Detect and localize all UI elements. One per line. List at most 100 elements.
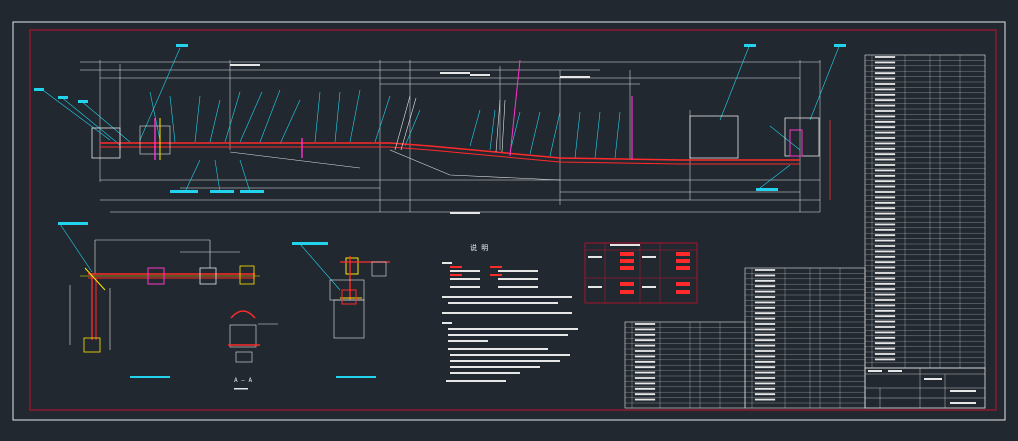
- table-cell-text: [874, 153, 896, 156]
- table-cell-text: [874, 207, 896, 210]
- table-cell-text: [874, 353, 896, 355]
- table-cell-text: [874, 245, 896, 247]
- table-cell-text: [874, 185, 896, 188]
- table-cell-text: [874, 272, 896, 274]
- table-cell-text: [754, 355, 776, 358]
- table-cell-text: [874, 158, 896, 161]
- table-cell-text: [754, 350, 776, 352]
- table-cell-text: [874, 201, 896, 204]
- table-cell-text: [874, 88, 896, 91]
- table-cell-text: [874, 142, 896, 145]
- table-cell-text: [874, 223, 896, 226]
- table-cell-text: [754, 312, 776, 315]
- table-cell-text: [634, 323, 656, 325]
- table-cell-text: [874, 126, 896, 129]
- table-cell-text: [754, 285, 776, 288]
- table-cell-text: [754, 398, 776, 401]
- table-cell-text: [754, 274, 776, 277]
- table-cell-text: [634, 366, 656, 369]
- table-cell-text: [754, 371, 776, 374]
- table-cell-text: [754, 290, 776, 293]
- table-cell-text: [874, 137, 896, 139]
- table-cell-text: [874, 99, 896, 102]
- table-cell-text: [874, 239, 896, 242]
- table-cell-text: [754, 333, 776, 336]
- table-cell-text: [634, 333, 656, 336]
- table-cell-text: [874, 218, 896, 220]
- section-detail-drawing: A — A: [228, 310, 278, 390]
- table-cell-text: [874, 336, 896, 339]
- table-cell-text: [754, 279, 776, 282]
- table-cell-text: [874, 56, 896, 58]
- table-cell-text: [874, 315, 896, 318]
- head-station-frame: [91, 127, 121, 159]
- table-cell-text: [874, 169, 896, 172]
- notes-text-block: 说 明: [442, 243, 578, 382]
- table-cell-text: [874, 110, 896, 112]
- table-cell-text: [874, 299, 896, 301]
- table-cell-text: [874, 228, 896, 231]
- table-cell-text: [874, 131, 896, 134]
- table-cell-text: [874, 120, 896, 123]
- conveyor-elevation-drawing: [34, 43, 846, 214]
- table-cell-text: [874, 66, 896, 69]
- table-cell-text: [754, 296, 776, 298]
- table-cell-text: [874, 196, 896, 199]
- table-cell-text: [874, 255, 896, 258]
- table-cell-text: [754, 393, 776, 396]
- table-cell-text: [874, 83, 896, 85]
- table-cell-text: [754, 306, 776, 309]
- table-cell-text: [754, 382, 776, 385]
- table-cell-text: [874, 72, 896, 75]
- table-cell-text: [874, 266, 896, 269]
- table-cell-text: [874, 358, 896, 361]
- table-cell-text: [874, 261, 896, 264]
- table-cell-text: [754, 387, 776, 390]
- belt-line-top: [100, 142, 800, 161]
- table-cell-text: [754, 328, 776, 331]
- table-cell-text: [874, 180, 896, 183]
- belt-line-bottom: [100, 146, 800, 165]
- table-cell-text: [634, 387, 656, 390]
- table-cell-text: [754, 301, 776, 304]
- table-cell-text: [634, 344, 656, 347]
- notes-title: 说 明: [470, 243, 488, 252]
- table-cell-text: [874, 326, 896, 328]
- table-cell-text: [634, 377, 656, 379]
- table-cell-text: [634, 360, 656, 363]
- table-cell-text: [754, 317, 776, 320]
- table-cell-text: [874, 104, 896, 107]
- table-cell-text: [874, 342, 896, 345]
- table-cell-text: [754, 366, 776, 369]
- table-cell-text: [634, 393, 656, 396]
- table-cell-text: [874, 288, 896, 291]
- table-cell-text: [634, 382, 656, 385]
- table-cell-text: [874, 191, 896, 193]
- table-cell-text: [634, 371, 656, 374]
- table-cell-text: [874, 93, 896, 96]
- table-cell-text: [874, 282, 896, 285]
- table-cell-text: [874, 115, 896, 118]
- table-cell-text: [754, 269, 776, 271]
- table-cell-text: [874, 293, 896, 296]
- table-cell-text: [874, 174, 896, 177]
- table-cell-text: [634, 350, 656, 352]
- title-block: [864, 367, 986, 409]
- table-cell-text: [874, 164, 896, 166]
- table-cell-text: [874, 320, 896, 323]
- table-cell-text: [874, 212, 896, 215]
- tail-station-frame: [689, 115, 739, 159]
- table-cell-text: [634, 398, 656, 401]
- table-cell-text: [874, 77, 896, 80]
- table-cell-text: [874, 347, 896, 350]
- table-cell-text: [754, 344, 776, 347]
- legend-table: [584, 242, 698, 304]
- table-cell-text: [874, 309, 896, 312]
- table-cell-text: [634, 355, 656, 358]
- table-cell-text: [874, 331, 896, 334]
- section-label: A — A: [234, 377, 252, 384]
- table-cell-text: [874, 304, 896, 307]
- table-cell-text: [874, 61, 896, 64]
- table-cell-text: [634, 339, 656, 342]
